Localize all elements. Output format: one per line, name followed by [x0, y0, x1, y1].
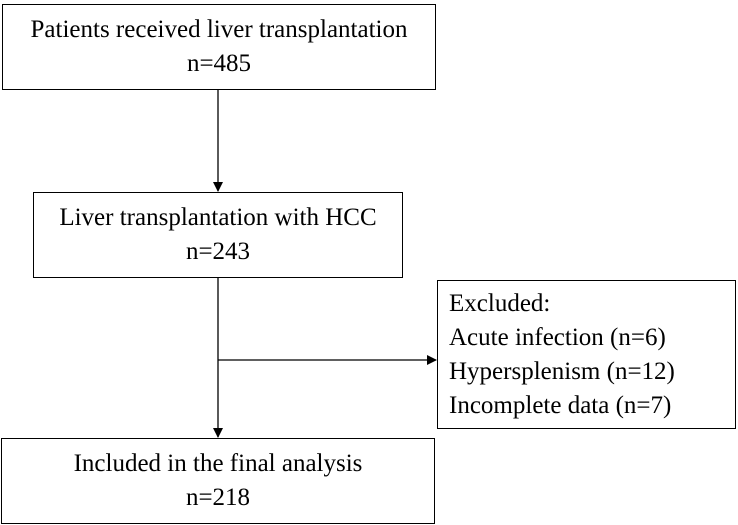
node-hcc-count: n=243 — [185, 238, 251, 265]
node-patients-received-title: Patients received liver transplantation — [30, 16, 408, 43]
node-included-count: n=218 — [185, 484, 251, 511]
node-included-final-analysis: Included in the final analysis n=218 — [1, 438, 435, 524]
node-excluded-incomplete-data: Incomplete data (n=7) — [449, 392, 672, 419]
node-patients-received-count: n=485 — [186, 50, 252, 77]
node-transplantation-with-hcc: Liver transplantation with HCC n=243 — [33, 192, 403, 278]
node-excluded-heading: Excluded: — [449, 290, 551, 317]
node-patients-received: Patients received liver transplantation … — [2, 4, 436, 90]
node-excluded-acute-infection: Acute infection (n=6) — [449, 324, 666, 351]
node-excluded-hypersplenism: Hypersplenism (n=12) — [449, 358, 675, 385]
node-hcc-title: Liver transplantation with HCC — [59, 204, 377, 231]
node-excluded: Excluded: Acute infection (n=6) Hyperspl… — [437, 280, 736, 429]
node-included-title: Included in the final analysis — [73, 450, 363, 477]
